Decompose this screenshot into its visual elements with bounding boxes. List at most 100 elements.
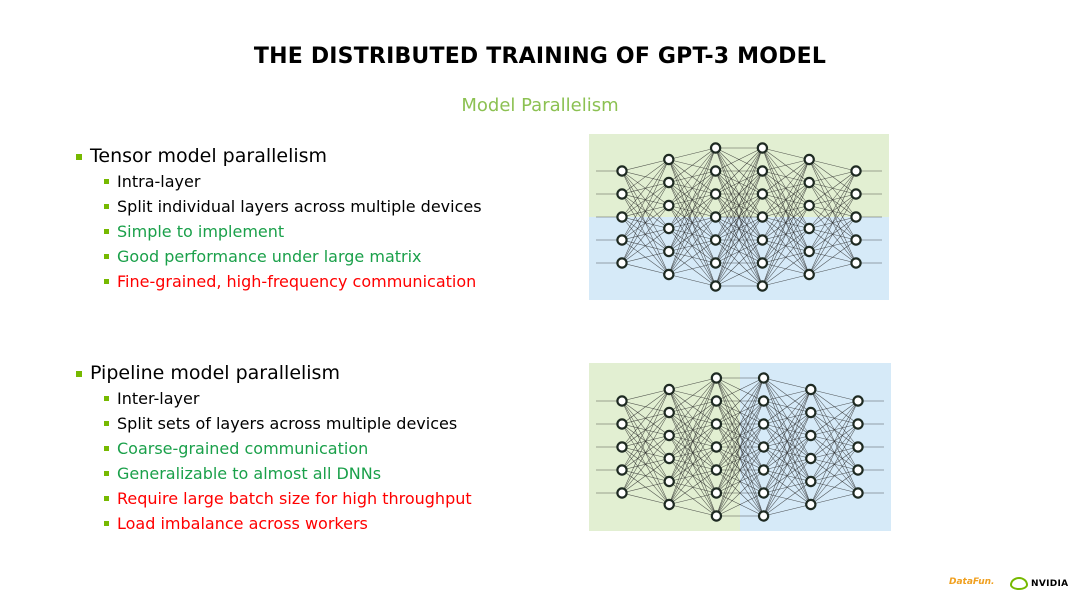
- connection-edge: [808, 170, 857, 275]
- neuron-node: [803, 199, 815, 212]
- connection-edge: [762, 159, 810, 287]
- connection-edge: [669, 504, 717, 517]
- bullet-icon: [104, 204, 109, 209]
- neuron-node: [663, 475, 675, 488]
- neuron-node: [710, 418, 723, 430]
- neuron-node: [663, 153, 675, 166]
- connection-edge: [668, 423, 717, 505]
- connection-edge: [668, 147, 716, 160]
- connection-edge: [669, 377, 717, 413]
- neuron-node: [710, 395, 723, 407]
- neuron-node: [616, 418, 628, 430]
- neuron-node: [709, 280, 722, 292]
- device-2-region: [589, 217, 889, 300]
- neuron-node: [709, 165, 722, 177]
- connection-edge: [763, 412, 812, 517]
- connection-edge: [716, 377, 764, 448]
- connection-edge: [763, 377, 811, 390]
- connection-edge: [668, 147, 716, 252]
- connection-edge: [808, 170, 857, 229]
- list-item: Intra-layer: [104, 169, 482, 194]
- bullet-icon: [104, 396, 109, 401]
- connection-edge: [716, 446, 764, 517]
- connection-edge: [715, 147, 763, 172]
- connection-edge: [763, 389, 811, 402]
- list-item-text: Fine-grained, high-frequency communicati…: [117, 272, 477, 291]
- connection-edge: [668, 147, 716, 183]
- bullet-icon: [104, 496, 109, 501]
- connection-edge: [668, 262, 716, 275]
- neuron-node: [756, 211, 769, 223]
- connection-edge: [810, 492, 859, 505]
- bullet-icon: [104, 179, 109, 184]
- connection-edge: [621, 389, 670, 471]
- neuron-node: [805, 429, 817, 442]
- connection-edge: [763, 389, 812, 471]
- connection-edge: [668, 377, 717, 482]
- neuron-node: [805, 475, 817, 488]
- connection-edge: [621, 389, 670, 448]
- connection-edge: [763, 389, 812, 448]
- list-item-text: Good performance under large matrix: [117, 247, 422, 266]
- neuron-node: [852, 464, 864, 476]
- connection-edge: [621, 389, 670, 425]
- connection-edge: [808, 216, 857, 275]
- connection-edge: [762, 159, 810, 172]
- neuron-node: [850, 234, 862, 246]
- neuron-node: [852, 487, 864, 499]
- bullet-icon: [104, 254, 109, 259]
- neuron-node: [616, 441, 628, 453]
- neuron-node: [756, 234, 769, 246]
- neuron-node: [616, 395, 628, 407]
- connection-edge: [668, 216, 716, 275]
- neuron-node: [710, 464, 723, 476]
- connection-edge: [809, 159, 857, 172]
- neuron-node: [850, 165, 862, 177]
- neuron-node: [757, 395, 770, 407]
- nvidia-wordmark: NVIDIA: [1031, 578, 1069, 589]
- connection-edge: [668, 147, 716, 229]
- connection-edge: [668, 274, 716, 287]
- neuron-node: [663, 429, 675, 442]
- neuron-node: [805, 383, 817, 396]
- connection-edge: [621, 492, 670, 505]
- connection-edge: [810, 400, 859, 482]
- neuron-node: [616, 464, 628, 476]
- bullet-icon: [104, 521, 109, 526]
- neuron-node: [616, 211, 628, 223]
- neuron-node: [616, 188, 628, 200]
- neuron-node: [663, 452, 675, 465]
- connection-edge: [810, 389, 859, 402]
- pipeline-heading: Pipeline model parallelism: [90, 362, 340, 384]
- connection-edge: [716, 423, 764, 517]
- neuron-node: [663, 176, 675, 189]
- list-item: Coarse-grained communication: [104, 436, 472, 461]
- list-item: Split individual layers across multiple …: [104, 194, 482, 219]
- connection-edge: [621, 182, 670, 264]
- nvidia-eye-icon: [1010, 577, 1028, 590]
- connection-edge: [762, 228, 810, 287]
- list-item: Split sets of layers across multiple dev…: [104, 411, 472, 436]
- neuron-node: [850, 188, 862, 200]
- connection-edge: [715, 147, 763, 264]
- neuron-node: [803, 245, 815, 258]
- connection-edge: [763, 389, 811, 425]
- neuron-node: [757, 464, 770, 476]
- connection-edge: [763, 504, 811, 517]
- tensor-parallel-network-diagram: [589, 134, 889, 300]
- connection-edge: [763, 458, 812, 517]
- neuron-node: [709, 142, 722, 154]
- list-item: Inter-layer: [104, 386, 472, 411]
- connection-edge: [716, 377, 764, 471]
- connection-edge: [716, 400, 764, 517]
- connection-edge: [762, 159, 810, 264]
- connection-edge: [715, 147, 763, 195]
- tensor-heading-row: Tensor model parallelism: [76, 143, 482, 169]
- neuron-node: [616, 234, 628, 246]
- neuron-node: [756, 280, 769, 292]
- connection-edge: [810, 400, 859, 413]
- connection-edge: [621, 481, 670, 494]
- device-1-region: [589, 134, 889, 217]
- connection-edge: [668, 377, 717, 459]
